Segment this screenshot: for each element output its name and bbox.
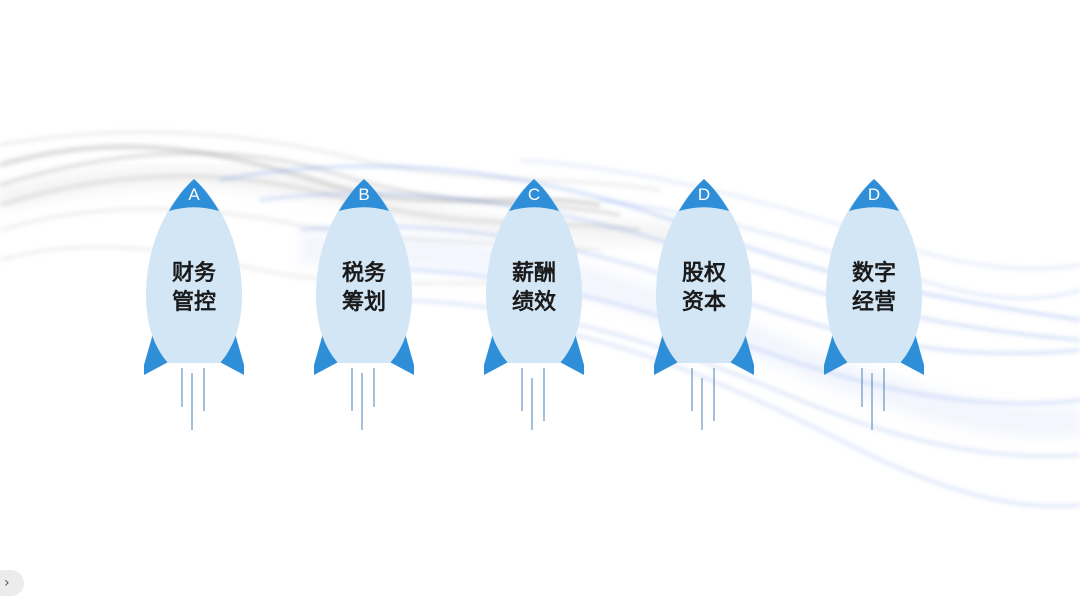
rocket-right-fin: [386, 330, 414, 375]
rocket-left-fin: [654, 330, 682, 375]
rocket-body: [826, 179, 922, 363]
rocket-label-line1: 财务: [171, 261, 216, 286]
rocket-right-fin: [896, 330, 924, 375]
rocket-label-line2: 资本: [681, 290, 726, 315]
rocket-1: A 财务 管控: [142, 175, 246, 435]
rocket-label-line1: 税务: [341, 261, 386, 286]
blue-haze: [299, 233, 1080, 438]
rocket-shape-icon: [314, 179, 414, 430]
rocket-nose-cap: [169, 179, 219, 211]
rocket-3: C 薪酬 绩效: [482, 175, 586, 435]
rocket-nose-cap: [849, 179, 899, 211]
rocket-label-line2: 管控: [171, 290, 216, 315]
next-slide-button[interactable]: ›: [0, 570, 24, 596]
rocket-body: [146, 179, 242, 363]
rocket-letter: B: [358, 185, 370, 204]
rocket-body: [316, 179, 412, 363]
rocket-label: 财务 管控: [142, 259, 246, 317]
rocket-body: [486, 179, 582, 363]
rocket-label: 税务 筹划: [312, 259, 416, 317]
gray-haze: [0, 165, 722, 251]
rocket-5: D 数字 经营: [822, 175, 926, 435]
rocket-letter: D: [867, 185, 881, 204]
rocket-label-line1: 薪酬: [511, 261, 556, 286]
rocket-shape-icon: [484, 179, 584, 430]
rocket-nose-cap: [509, 179, 559, 211]
rocket-label-line2: 筹划: [341, 290, 386, 315]
rocket-left-fin: [314, 330, 342, 375]
rocket-left-fin: [824, 330, 852, 375]
rocket-right-fin: [726, 330, 754, 375]
rocket-label: 股权 资本: [652, 259, 756, 317]
rocket-label: 数字 经营: [822, 259, 926, 317]
chevron-right-icon: ›: [4, 575, 10, 591]
rocket-body: [656, 179, 752, 363]
rocket-shape-icon: [654, 179, 754, 430]
rocket-left-fin: [144, 330, 172, 375]
rocket-right-fin: [216, 330, 244, 375]
rocket-shape-icon: [144, 179, 244, 430]
rocket-shape-icon: [824, 179, 924, 430]
rocket-label-line1: 数字: [851, 261, 896, 286]
rocket-4: D 股权 资本: [652, 175, 756, 435]
rocket-letter: C: [527, 185, 541, 204]
rocket-2: B 税务 筹划: [312, 175, 416, 435]
rocket-letter: D: [697, 185, 711, 204]
rocket-label: 薪酬 绩效: [482, 259, 586, 317]
rocket-left-fin: [484, 330, 512, 375]
rocket-label-line1: 股权: [681, 261, 726, 286]
rocket-label-line2: 绩效: [511, 290, 556, 315]
rocket-nose-cap: [679, 179, 729, 211]
rocket-letter: A: [188, 185, 200, 204]
rocket-label-line2: 经营: [851, 290, 896, 315]
rocket-right-fin: [556, 330, 584, 375]
rocket-nose-cap: [339, 179, 389, 211]
